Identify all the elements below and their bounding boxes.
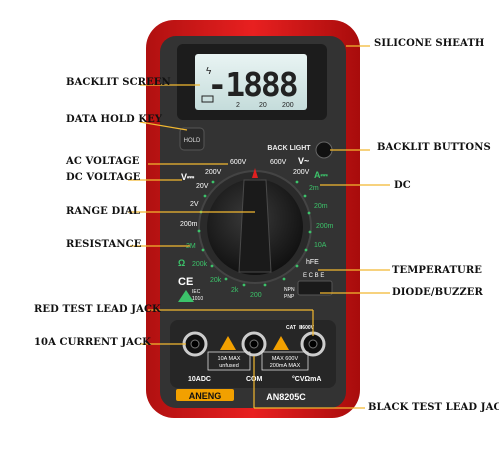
label-2k: 2k — [231, 287, 239, 294]
lcd-lightning-icon: ϟ — [206, 66, 212, 77]
warning-triangle-icon — [178, 290, 194, 302]
leader-lines — [128, 45, 390, 409]
backlight-label: BACK LIGHT — [267, 145, 311, 152]
label-200v-left: 200V — [205, 169, 222, 176]
lcd-scale-200: 200 — [282, 102, 294, 109]
label-ohm: Ω — [178, 258, 185, 268]
warning-10a-line2: unfused — [219, 363, 239, 369]
callout-resistance: RESISTANCE — [66, 239, 142, 250]
label-20k: 20k — [210, 277, 222, 284]
label-iec: IEC — [192, 289, 201, 295]
warning-com-line2: 200mA MAX — [270, 363, 301, 369]
model-name: AN8205C — [266, 392, 306, 402]
lcd-battery-icon — [201, 95, 214, 103]
callout-black-test-lead-jack: BLACK TEST LEAD JACK — [368, 402, 499, 413]
label-2m-a: 2m — [309, 185, 319, 192]
label-20m-a: 20m — [314, 203, 328, 210]
callout-data-hold-key: DATA HOLD KEY — [66, 114, 163, 125]
hold-button[interactable] — [179, 127, 205, 151]
callout-backlit-screen: BACKLIT SCREEN — [66, 77, 171, 88]
callout-red-test-lead-jack: RED TEST LEAD JACK — [34, 304, 161, 315]
lcd-screen — [195, 54, 307, 110]
callout-10a-current-jack: 10A CURRENT JACK — [34, 337, 151, 348]
warning-com-line1: MAX 600V — [272, 356, 299, 362]
callout-backlit-buttons: BACKLIT BUTTONS — [377, 142, 491, 153]
label-hfe: hFE — [306, 259, 319, 266]
lcd-scale-20: 20 — [259, 102, 267, 109]
jack-com-hole — [249, 339, 259, 349]
dial-pointer — [238, 179, 272, 273]
jack-v-hole — [308, 339, 318, 349]
brand-name: ANENG — [189, 391, 222, 401]
label-200v-right: 200V — [293, 169, 310, 176]
label-10a: 10A — [314, 242, 327, 249]
brand-badge — [176, 389, 234, 401]
warning-10a-line1: 10A MAX — [218, 356, 241, 362]
callout-silicone-sheath: SILICONE SHEATH — [374, 38, 485, 49]
callout-range-dial: RANGE DIAL — [66, 206, 140, 217]
label-vdc: V⎓ — [181, 172, 195, 182]
label-ecbe: E C B E — [303, 273, 324, 279]
warning-com-box — [261, 351, 309, 371]
jack-10adc-label: 10ADC — [188, 376, 211, 383]
label-2m-ohm: 2M — [186, 243, 196, 250]
label-20v: 20V — [196, 183, 209, 190]
hfe-socket[interactable] — [297, 280, 333, 296]
label-a-dc: A⎓ — [314, 170, 328, 180]
callout-ac-voltage: AC VOLTAGE — [66, 156, 140, 167]
callout-dc: DC — [394, 180, 411, 191]
label-200m-v: 200m — [180, 221, 198, 228]
backlight-button[interactable] — [315, 141, 333, 159]
lcd-scale-2: 2 — [236, 102, 240, 109]
jack-v-label: °CVΩmA — [292, 375, 321, 383]
label-200-ohm: 200 — [250, 292, 262, 299]
label-vac: V~ — [298, 156, 309, 166]
label-iec-year: 1010 — [192, 296, 203, 302]
label-pnp: PNP — [284, 294, 295, 300]
callout-dc-voltage: DC VOLTAGE — [66, 172, 141, 183]
warning-com-icon — [273, 336, 289, 350]
label-600v-right: 600V — [270, 159, 287, 166]
lcd-digits: -1888 — [207, 65, 296, 104]
label-200m-a: 200m — [316, 223, 334, 230]
label-200k: 200k — [192, 261, 208, 268]
warning-10a-box — [207, 351, 251, 371]
warning-10a-icon — [220, 336, 236, 350]
callout-temperature: TEMPERATURE — [392, 265, 482, 276]
label-cat-rating: Ⅱ600V — [299, 325, 315, 331]
label-npn: NPN — [284, 287, 295, 293]
label-ce: CE — [178, 276, 193, 288]
label-600v-left: 600V — [230, 159, 247, 166]
hold-label: HOLD — [184, 138, 201, 144]
dial-pointer-tip-icon — [252, 168, 258, 178]
jack-10a-hole — [190, 339, 200, 349]
label-cat: CAT — [286, 325, 296, 331]
label-2v: 2V — [190, 201, 199, 208]
callout-diode-buzzer: DIODE/BUZZER — [392, 287, 483, 298]
